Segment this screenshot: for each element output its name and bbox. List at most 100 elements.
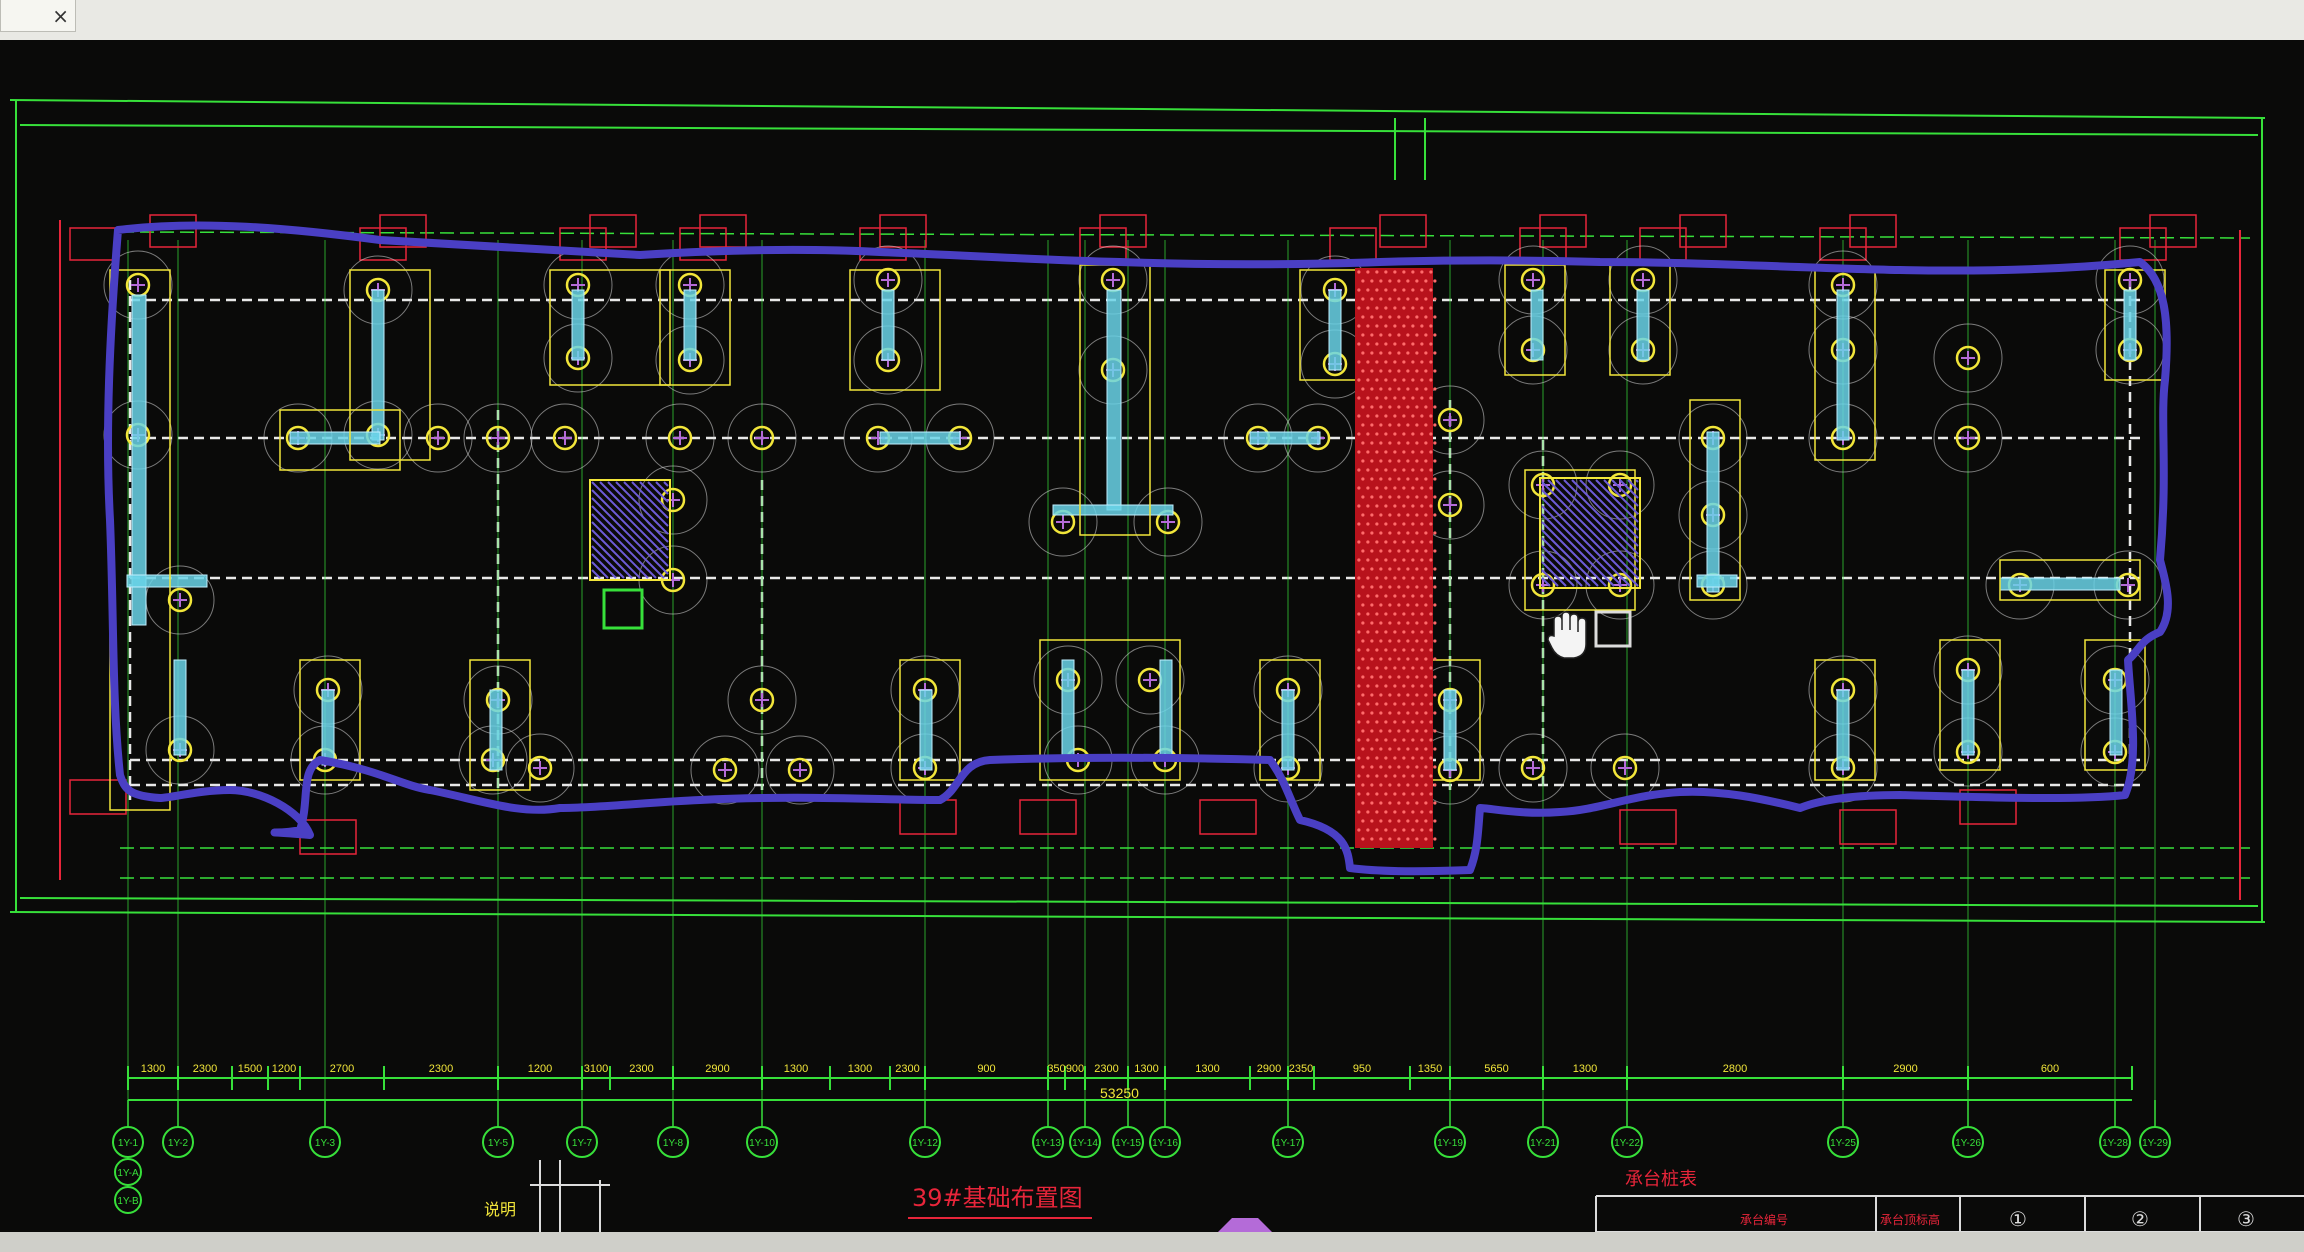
pile-cap-outline bbox=[1689, 399, 1741, 601]
hatch-dot bbox=[1402, 792, 1406, 796]
hatch-dot bbox=[1397, 405, 1401, 409]
axis-bubble bbox=[909, 1126, 941, 1158]
hatch-dot bbox=[1370, 531, 1374, 535]
hatch-dot bbox=[1420, 684, 1424, 688]
pile-influence-circle bbox=[1028, 487, 1098, 557]
close-icon[interactable]: × bbox=[52, 3, 69, 28]
hatch-dot bbox=[1366, 810, 1370, 814]
hatch-dot bbox=[1370, 675, 1374, 679]
hatch-dot bbox=[1384, 396, 1388, 400]
hatch-dot bbox=[1379, 711, 1383, 715]
hatch-line bbox=[1541, 545, 1583, 587]
pile-influence-circle bbox=[638, 465, 708, 535]
hatch-dot bbox=[1384, 288, 1388, 292]
hatch-dot bbox=[1424, 513, 1428, 517]
hatch-dot bbox=[1397, 837, 1401, 841]
hatch-dot bbox=[1415, 585, 1419, 589]
hatch-dot bbox=[1393, 810, 1397, 814]
hatch-dot bbox=[1379, 549, 1383, 553]
pile-cap-outline bbox=[349, 269, 431, 461]
hatch-dot bbox=[1411, 648, 1415, 652]
hatch-dot bbox=[1388, 351, 1392, 355]
hatch-dot bbox=[1379, 279, 1383, 283]
hatch-line bbox=[591, 545, 625, 579]
axis-bubble bbox=[1527, 1126, 1559, 1158]
hatch-dot bbox=[1411, 720, 1415, 724]
left-note: 说明 bbox=[484, 1201, 516, 1219]
hatch-dot bbox=[1393, 432, 1397, 436]
hatch-dot bbox=[1384, 504, 1388, 508]
hatch-dot bbox=[1393, 594, 1397, 598]
hatch-dot bbox=[1388, 639, 1392, 643]
hatch-dot bbox=[1424, 729, 1428, 733]
hatch-dot bbox=[1375, 648, 1379, 652]
column-wall-bar bbox=[131, 294, 147, 626]
hatch-dot bbox=[1375, 774, 1379, 778]
hatch-dot bbox=[1388, 657, 1392, 661]
hatch-dot bbox=[1397, 621, 1401, 625]
hatch-dot bbox=[1420, 360, 1424, 364]
span-dimension-label: 1300 bbox=[848, 1063, 872, 1075]
border-lines bbox=[9, 99, 2266, 923]
dimension-bracket bbox=[2119, 227, 2167, 261]
column-wall-bar bbox=[1106, 289, 1122, 511]
hatch-dot bbox=[1397, 495, 1401, 499]
pile-marker bbox=[552, 425, 578, 451]
hatch-dot bbox=[1384, 324, 1388, 328]
hatch-dot bbox=[1397, 441, 1401, 445]
hatch-dot bbox=[1420, 468, 1424, 472]
hatch-dot bbox=[1370, 333, 1374, 337]
hatch-dot bbox=[1406, 603, 1410, 607]
hatch-dot bbox=[1366, 270, 1370, 274]
pile-cap-outline bbox=[1814, 659, 1876, 781]
hatch-line bbox=[591, 569, 601, 579]
hatch-dot bbox=[1388, 837, 1392, 841]
screen-bottom-strip bbox=[0, 1232, 2304, 1252]
span-dimension-label: 1300 bbox=[1134, 1063, 1158, 1075]
hatch-dot bbox=[1393, 324, 1397, 328]
hatch-dot bbox=[1370, 567, 1374, 571]
hatch-dot bbox=[1402, 684, 1406, 688]
dimension-bracket bbox=[1099, 214, 1147, 248]
hatch-dot bbox=[1411, 828, 1415, 832]
hatch-dot bbox=[1420, 288, 1424, 292]
span-dimension-label: 2800 bbox=[1723, 1063, 1747, 1075]
hatch-dot bbox=[1366, 828, 1370, 832]
hatch-dot bbox=[1384, 558, 1388, 562]
dimension-bracket bbox=[1539, 214, 1587, 248]
span-dimension-label: 900 bbox=[977, 1063, 995, 1075]
hatch-dot bbox=[1397, 423, 1401, 427]
hatch-dot bbox=[1393, 540, 1397, 544]
hatch-dot bbox=[1379, 423, 1383, 427]
hatch-dot bbox=[1370, 801, 1374, 805]
column-wall-bar bbox=[1328, 289, 1342, 371]
hatch-dot bbox=[1397, 603, 1401, 607]
hatch-dot bbox=[1415, 729, 1419, 733]
hatch-dot bbox=[1402, 450, 1406, 454]
hatch-dot bbox=[1433, 621, 1437, 625]
hatch-dot bbox=[1388, 333, 1392, 337]
markup-outline bbox=[103, 221, 2172, 876]
hatch-dot bbox=[1393, 450, 1397, 454]
hatch-dot bbox=[1415, 819, 1419, 823]
hatch-dot bbox=[1388, 549, 1392, 553]
hatch-dot bbox=[1375, 504, 1379, 508]
hatch-dot bbox=[1415, 333, 1419, 337]
hatch-dot bbox=[1375, 432, 1379, 436]
hatch-dot bbox=[1429, 360, 1433, 364]
hatch-dot bbox=[1429, 378, 1433, 382]
hatch-dot bbox=[1379, 765, 1383, 769]
hatch-dot bbox=[1366, 684, 1370, 688]
hatch-dot bbox=[1433, 315, 1437, 319]
hatch-dot bbox=[1424, 495, 1428, 499]
hatch-dot bbox=[1388, 747, 1392, 751]
hatch-dot bbox=[1406, 279, 1410, 283]
document-tab[interactable]: × bbox=[0, 0, 76, 32]
hatch-dot bbox=[1429, 720, 1433, 724]
hatch-dot bbox=[1370, 477, 1374, 481]
hatch-dot bbox=[1361, 819, 1365, 823]
span-dimension-label: 3100 bbox=[584, 1063, 608, 1075]
pile-marker bbox=[749, 687, 775, 713]
